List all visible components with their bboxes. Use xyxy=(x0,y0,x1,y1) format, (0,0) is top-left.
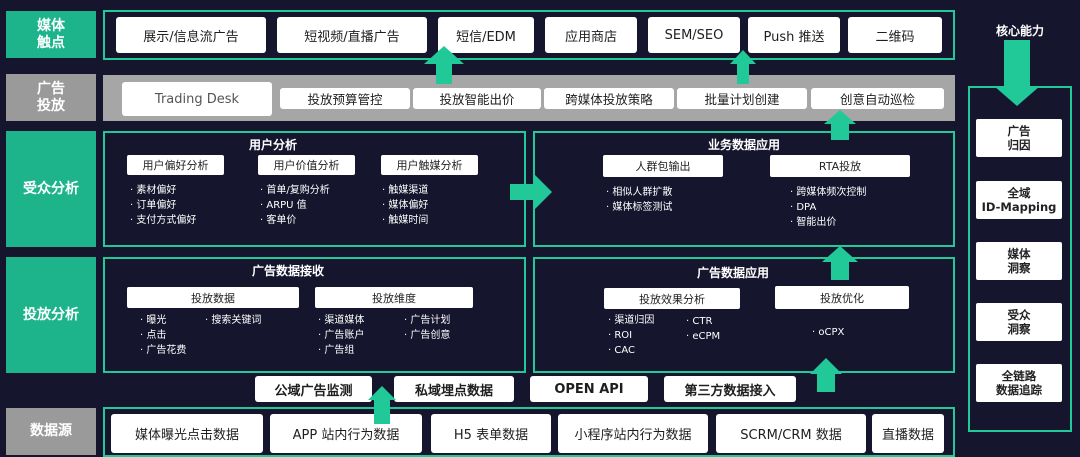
ad-delivery-item[interactable]: 投放预算管控 xyxy=(280,88,410,109)
list-item: 渠道媒体 xyxy=(318,313,364,328)
user-analysis-list: 触媒渠道 媒体偏好 触媒时间 xyxy=(382,183,428,228)
list-item: 支付方式偏好 xyxy=(130,213,196,228)
core-item[interactable]: 全链路 数据追踪 xyxy=(976,364,1062,402)
list-item: 首单/复购分析 xyxy=(260,183,329,198)
ad-receive-group-label: 投放数据 xyxy=(127,287,299,308)
list-item: eCPM xyxy=(686,329,720,344)
ad-app-box xyxy=(533,257,955,373)
list-item: 广告花费 xyxy=(140,343,186,358)
list-item: 媒体偏好 xyxy=(382,198,428,213)
core-item[interactable]: 媒体 洞察 xyxy=(976,242,1062,280)
core-item[interactable]: 受众 洞察 xyxy=(976,303,1062,341)
media-point[interactable]: 短视频/直播广告 xyxy=(277,17,427,53)
data-source[interactable]: 小程序站内行为数据 xyxy=(558,414,708,453)
ad-receive-list: 广告计划 广告创意 xyxy=(404,313,450,343)
ad-receive-list: 曝光 点击 广告花费 xyxy=(140,313,186,358)
list-item: 触媒渠道 xyxy=(382,183,428,198)
business-app-list: 相似人群扩散 媒体标签测试 xyxy=(606,185,672,215)
list-item: 渠道归因 xyxy=(608,313,654,328)
list-item: 广告计划 xyxy=(404,313,450,328)
list-item: 广告账户 xyxy=(318,328,364,343)
list-item: 媒体标签测试 xyxy=(606,200,672,215)
list-item: CAC xyxy=(608,343,654,358)
middle-bar-item[interactable]: 公域广告监测 xyxy=(255,376,372,402)
row-label-source: 数据源 xyxy=(6,408,96,455)
ad-delivery-item[interactable]: 跨媒体投放策略 xyxy=(544,88,674,109)
list-item: 触媒时间 xyxy=(382,213,428,228)
ad-app-group-label: 投放效果分析 xyxy=(604,288,740,309)
user-analysis-group-label: 用户偏好分析 xyxy=(127,155,224,175)
row-label-ad: 广告 投放 xyxy=(6,74,96,121)
user-analysis-group-label: 用户价值分析 xyxy=(258,155,355,175)
data-source[interactable]: APP 站内行为数据 xyxy=(270,414,422,453)
list-item: CTR xyxy=(686,314,720,329)
business-app-title: 业务数据应用 xyxy=(707,138,780,152)
ad-app-group-label: 投放优化 xyxy=(775,286,909,309)
list-item: ROI xyxy=(608,328,654,343)
business-app-list: 跨媒体频次控制 DPA 智能出价 xyxy=(790,185,866,230)
list-item: ARPU 值 xyxy=(260,198,330,213)
data-source[interactable]: 直播数据 xyxy=(872,414,944,453)
ad-delivery-item[interactable]: 批量计划创建 xyxy=(677,88,807,109)
ad-receive-group-label: 投放维度 xyxy=(315,287,473,308)
ad-delivery-item[interactable]: 创意自动巡检 xyxy=(811,88,944,109)
media-point[interactable]: 短信/EDM xyxy=(438,17,534,53)
ad-receive-title: 广告数据接收 xyxy=(251,264,324,278)
list-item: 素材偏好 xyxy=(130,183,196,198)
ad-delivery-item[interactable]: 投放智能出价 xyxy=(413,88,541,109)
ad-app-list: 渠道归因 ROI CAC xyxy=(608,313,654,358)
ad-receive-box xyxy=(103,257,526,373)
media-point[interactable]: 展示/信息流广告 xyxy=(116,17,266,53)
user-analysis-list: 首单/复购分析 ARPU 值 客单价 xyxy=(260,183,330,228)
list-item: 订单偏好 xyxy=(130,198,196,213)
ad-app-title: 广告数据应用 xyxy=(696,266,769,280)
list-item: oCPX xyxy=(812,325,844,340)
data-source[interactable]: H5 表单数据 xyxy=(431,414,551,453)
middle-bar-item[interactable]: 第三方数据接入 xyxy=(664,376,796,402)
list-item: 智能出价 xyxy=(790,215,866,230)
list-item: 搜索关键词 xyxy=(205,313,261,328)
media-points-frame xyxy=(103,10,955,60)
list-item: 广告组 xyxy=(318,343,364,358)
row-label-media: 媒体 触点 xyxy=(6,11,96,58)
middle-bar-item[interactable]: OPEN API xyxy=(530,376,648,402)
list-item: 曝光 xyxy=(140,313,186,328)
row-label-delivery: 投放分析 xyxy=(6,257,96,373)
media-point[interactable]: SEM/SEO xyxy=(648,17,740,53)
ad-app-list: CTR eCPM xyxy=(686,314,720,344)
ad-app-list: oCPX xyxy=(812,325,844,340)
ad-receive-list: 渠道媒体 广告账户 广告组 xyxy=(318,313,364,358)
middle-bar-item[interactable]: 私域埋点数据 xyxy=(394,376,514,402)
user-analysis-title: 用户分析 xyxy=(248,138,297,152)
media-point[interactable]: 二维码 xyxy=(848,17,942,53)
trading-desk[interactable]: Trading Desk xyxy=(122,82,272,116)
data-source[interactable]: SCRM/CRM 数据 xyxy=(716,414,866,453)
row-label-audience: 受众分析 xyxy=(6,131,96,247)
user-analysis-group-label: 用户触媒分析 xyxy=(381,155,478,175)
user-analysis-list: 素材偏好 订单偏好 支付方式偏好 xyxy=(130,183,196,228)
business-app-group-label: RTA投放 xyxy=(770,155,910,177)
core-title: 核心能力 xyxy=(995,24,1044,38)
list-item: 点击 xyxy=(140,328,186,343)
ad-receive-list: 搜索关键词 xyxy=(205,313,261,328)
list-item: 相似人群扩散 xyxy=(606,185,672,200)
data-source[interactable]: 媒体曝光点击数据 xyxy=(111,414,263,453)
list-item: 广告创意 xyxy=(404,328,450,343)
list-item: DPA xyxy=(790,200,866,215)
core-item[interactable]: 广告 归因 xyxy=(976,119,1062,157)
business-app-group-label: 人群包输出 xyxy=(603,155,723,177)
list-item: 跨媒体频次控制 xyxy=(790,185,866,200)
list-item: 客单价 xyxy=(260,213,330,228)
data-sources-frame xyxy=(103,407,955,457)
core-item[interactable]: 全域 ID-Mapping xyxy=(976,181,1062,219)
media-point[interactable]: Push 推送 xyxy=(748,17,840,53)
media-point[interactable]: 应用商店 xyxy=(545,17,637,53)
